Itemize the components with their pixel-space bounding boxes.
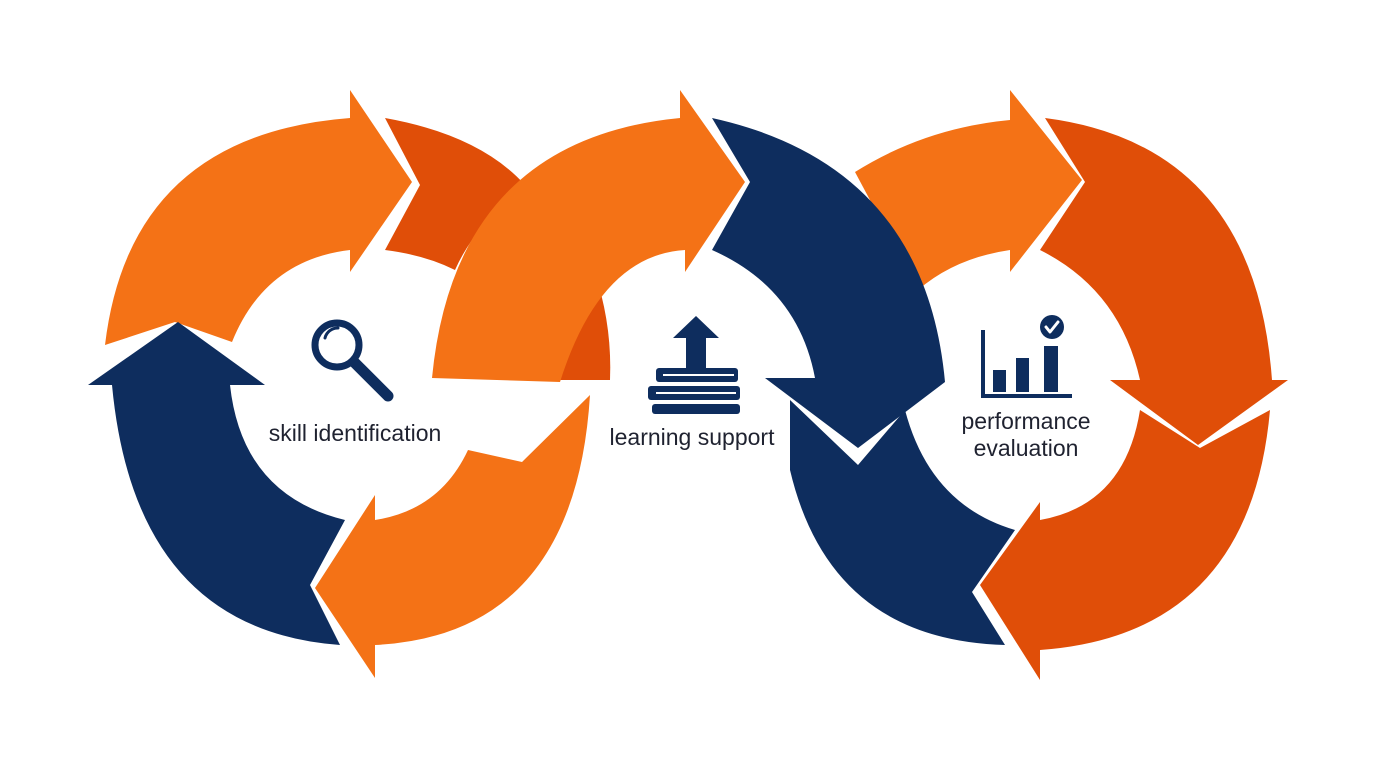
ring3-right-arrow (1040, 118, 1288, 445)
learning-support-label: learning support (610, 424, 776, 450)
performance-label-line1: performance (961, 408, 1090, 434)
ring-skill-identification (88, 90, 590, 678)
ring-performance-evaluation (855, 90, 1288, 680)
performance-label-line2: evaluation (974, 435, 1079, 461)
ring3-top-arrow (855, 90, 1082, 290)
ring1-bottom-arrow (315, 395, 590, 678)
magnifying-glass-icon (311, 319, 394, 402)
ring2-top-arrow (432, 90, 745, 382)
stage-label-performance-evaluation: performance evaluation (961, 408, 1090, 461)
stage-label-skill-identification: skill identification (269, 420, 442, 446)
books-with-up-arrow-icon (648, 316, 740, 414)
ring1-right-arrow (385, 118, 525, 270)
ring2-bottom-right-arrow (790, 400, 1015, 645)
ring-learning-support (432, 90, 1015, 645)
skill-identification-label: skill identification (269, 420, 442, 446)
ring1-top-arrow (105, 90, 412, 345)
ring2-left-wedge (558, 283, 611, 380)
ring3-bottom-arrow (980, 410, 1270, 680)
ring1-left-arrow (88, 322, 345, 645)
bar-chart-check-icon (981, 315, 1072, 398)
ring2-right-arrow (712, 118, 945, 448)
stage-label-learning-support: learning support (610, 424, 776, 450)
